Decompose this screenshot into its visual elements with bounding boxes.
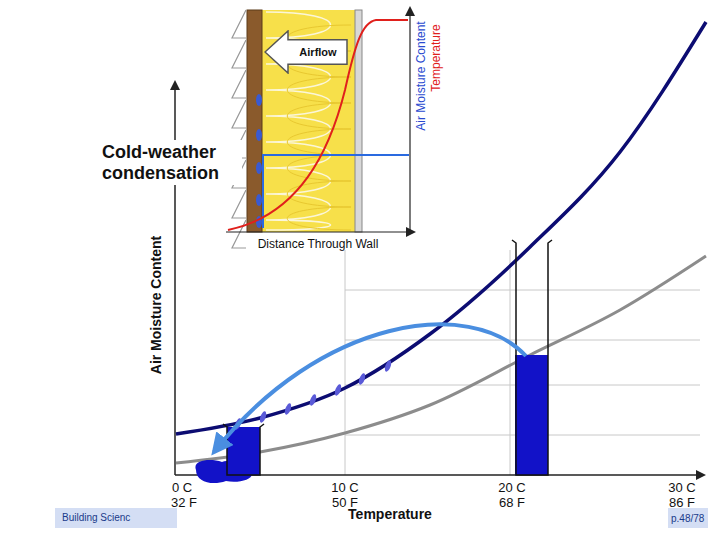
siding	[232, 190, 246, 218]
inset-y-axis	[409, 8, 410, 232]
beaker-water	[515, 355, 548, 475]
tick-label: 10 C	[331, 481, 358, 496]
droplet	[256, 162, 262, 174]
grid-line	[510, 250, 511, 475]
tick-label: 68 F	[499, 496, 525, 511]
tick-label: 86 F	[669, 496, 695, 511]
droplet	[309, 393, 318, 406]
droplet	[256, 129, 262, 141]
droplet	[284, 402, 293, 415]
droplet	[259, 410, 268, 423]
inset-x-axis	[226, 231, 414, 232]
footer-bar	[668, 508, 708, 528]
footer-bar	[55, 508, 177, 528]
tick-label: 30 C	[668, 481, 695, 496]
sheathing	[247, 10, 262, 232]
tick-label: 32 F	[171, 496, 197, 511]
arrow-shape	[265, 31, 347, 73]
siding	[232, 220, 246, 248]
temperature-curve	[228, 20, 408, 230]
airflow-arrow: Airflow	[264, 30, 348, 74]
footer-text: p.48/78	[671, 513, 704, 525]
grid-line	[345, 250, 346, 475]
footer-text: Building Scienc	[62, 512, 130, 524]
flow-label: Airflow	[299, 46, 336, 58]
axis-label: Temperature	[430, 24, 444, 91]
droplet	[384, 359, 393, 372]
droplet	[256, 194, 262, 206]
siding	[232, 70, 246, 98]
moisture-line	[263, 155, 409, 228]
inset-ground	[226, 8, 414, 236]
grid-line	[345, 340, 700, 341]
grid-line	[345, 290, 700, 291]
axis-label: Distance Through Wall	[258, 238, 379, 252]
droplet	[358, 372, 367, 385]
beaker-water	[227, 427, 260, 475]
tick-label: 0 C	[172, 481, 192, 496]
siding	[232, 40, 246, 68]
siding	[232, 10, 246, 38]
droplet	[256, 94, 262, 106]
axis-label: Air Moisture Content	[415, 21, 429, 130]
heading-note: Cold-weather condensation	[98, 140, 242, 185]
axis-label: Air Moisture Content	[148, 236, 164, 374]
wall-inset	[226, 8, 414, 248]
siding	[232, 100, 246, 128]
droplet	[334, 383, 343, 396]
axis-label: Temperature	[348, 506, 432, 522]
drywall	[355, 10, 362, 232]
beaker	[512, 240, 552, 475]
tick-label: 20 C	[498, 481, 525, 496]
insulation	[262, 10, 355, 232]
cooling-arrow	[214, 324, 526, 452]
